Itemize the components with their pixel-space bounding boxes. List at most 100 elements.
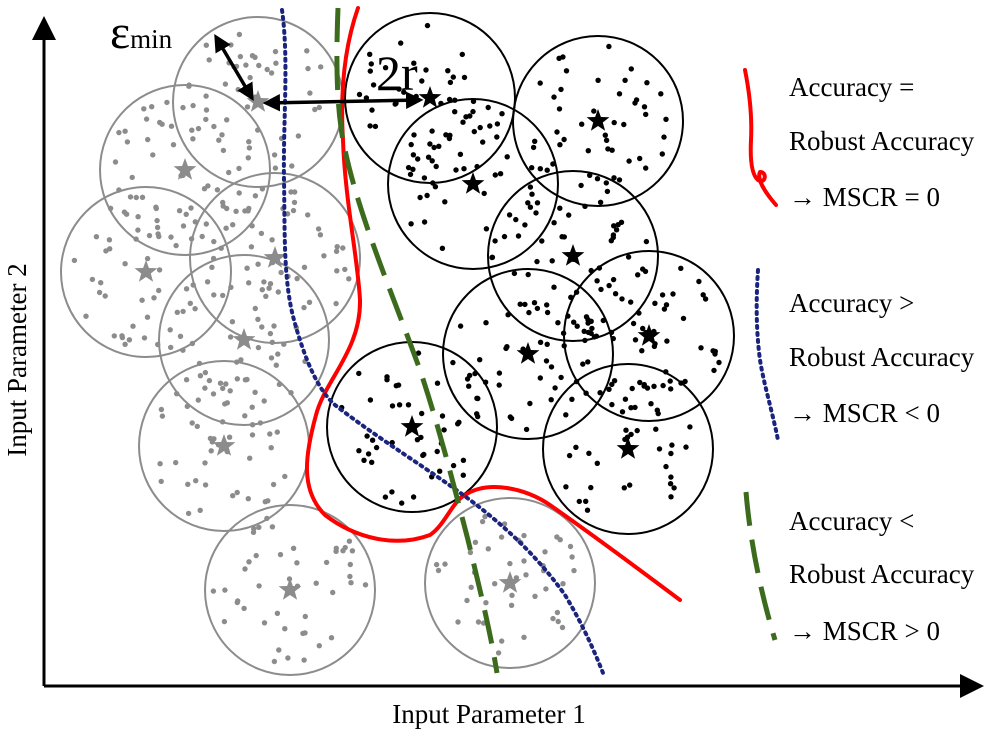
black-sample-dot bbox=[716, 359, 722, 366]
black-sample-dot bbox=[513, 216, 519, 223]
gray-sample-dot bbox=[233, 208, 239, 214]
gray-sample-dot bbox=[122, 261, 128, 267]
black-sample-dot bbox=[455, 421, 461, 427]
black-sample-dot bbox=[597, 199, 604, 205]
gray-sample-dot bbox=[130, 323, 136, 329]
gray-sample-dot bbox=[290, 545, 297, 551]
black-sample-dot bbox=[492, 172, 498, 178]
gray-sample-dot bbox=[203, 221, 209, 227]
black-sample-dot bbox=[664, 338, 670, 344]
gray-cluster-center-star bbox=[134, 260, 158, 282]
gray-sample-dot bbox=[211, 123, 217, 130]
gray-sample-dot bbox=[289, 163, 295, 169]
gray-sample-dot bbox=[244, 104, 251, 110]
black-sample-dot bbox=[609, 147, 615, 153]
black-sample-dot bbox=[523, 426, 530, 433]
black-sample-dot bbox=[365, 451, 372, 457]
legend-red-line3: → MSCR = 0 bbox=[789, 182, 940, 212]
gray-sample-dot bbox=[499, 638, 505, 644]
gray-sample-dot bbox=[224, 117, 230, 123]
gray-sample-dot bbox=[167, 327, 173, 333]
gray-sample-dot bbox=[139, 194, 146, 200]
black-sample-dot bbox=[497, 171, 504, 177]
black-sample-dot bbox=[561, 234, 567, 240]
gray-sample-dot bbox=[521, 634, 527, 640]
black-sample-dot bbox=[549, 258, 555, 264]
black-sample-dot bbox=[563, 412, 569, 418]
gray-sample-dot bbox=[226, 434, 233, 440]
black-sample-dot bbox=[367, 51, 373, 57]
black-sample-dot bbox=[656, 446, 663, 452]
black-sample-dot bbox=[558, 374, 564, 381]
gray-sample-dot bbox=[340, 548, 346, 554]
black-sample-dot bbox=[668, 386, 674, 392]
gray-sample-dot bbox=[89, 276, 96, 283]
gray-sample-dot bbox=[176, 208, 183, 214]
gray-sample-dot bbox=[259, 186, 266, 192]
gray-sample-dot bbox=[307, 90, 313, 96]
gray-sample-dot bbox=[246, 280, 252, 286]
black-sample-dot bbox=[586, 450, 592, 456]
black-sample-dot bbox=[405, 402, 412, 408]
black-sample-dot bbox=[529, 191, 535, 197]
gray-sample-dot bbox=[301, 657, 307, 663]
gray-sample-dot bbox=[96, 289, 103, 296]
gray-sample-dot bbox=[468, 584, 474, 590]
gray-cluster-center-star bbox=[173, 158, 197, 180]
gray-sample-dot bbox=[542, 549, 548, 555]
gray-sample-dot bbox=[183, 377, 190, 383]
black-sample-dot bbox=[698, 345, 704, 351]
black-sample-dot bbox=[437, 468, 443, 474]
black-sample-dot bbox=[637, 155, 643, 162]
black-sample-dot bbox=[408, 141, 414, 148]
gray-sample-dot bbox=[258, 230, 265, 237]
gray-sample-dot bbox=[245, 496, 251, 502]
gray-sample-dot bbox=[122, 128, 128, 134]
black-sample-dot bbox=[470, 98, 477, 105]
black-sample-dot bbox=[640, 325, 646, 332]
black-sample-dot bbox=[595, 77, 601, 84]
black-sample-dot bbox=[389, 403, 396, 409]
gray-sample-dot bbox=[133, 194, 139, 201]
gray-sample-dot bbox=[259, 324, 265, 330]
black-cluster-center-star bbox=[418, 86, 442, 108]
gray-sample-dot bbox=[189, 420, 195, 426]
gray-sample-dot bbox=[195, 397, 201, 403]
black-sample-dot bbox=[663, 302, 670, 308]
black-sample-dot bbox=[543, 358, 550, 364]
black-sample-dot bbox=[494, 134, 500, 140]
black-sample-dot bbox=[431, 144, 437, 151]
gray-sample-dot bbox=[119, 333, 125, 339]
black-sample-dot bbox=[663, 116, 669, 123]
black-sample-dot bbox=[583, 390, 589, 396]
class-clusters bbox=[60, 12, 735, 676]
black-sample-dot bbox=[668, 474, 674, 480]
black-cluster-center-star bbox=[516, 342, 540, 364]
gray-sample-dot bbox=[560, 581, 566, 587]
black-sample-dot bbox=[467, 372, 473, 379]
gray-sample-dot bbox=[347, 573, 353, 580]
black-sample-dot bbox=[626, 158, 632, 164]
black-sample-dot bbox=[608, 238, 614, 244]
black-sample-dot bbox=[578, 182, 584, 189]
black-sample-dot bbox=[597, 390, 603, 396]
gray-sample-dot bbox=[362, 582, 369, 588]
gray-sample-dot bbox=[482, 513, 488, 520]
black-sample-dot bbox=[398, 40, 404, 46]
black-sample-dot bbox=[369, 459, 375, 465]
black-sample-dot bbox=[505, 312, 511, 318]
black-sample-dot bbox=[415, 156, 421, 162]
gray-sample-dot bbox=[216, 137, 222, 143]
gray-sample-dot bbox=[144, 314, 151, 320]
black-sample-dot bbox=[421, 175, 428, 181]
black-sample-dot bbox=[711, 367, 717, 374]
gray-sample-dot bbox=[135, 227, 141, 233]
gray-sample-dot bbox=[83, 313, 89, 319]
black-cluster-center-star bbox=[616, 437, 640, 459]
black-sample-dot bbox=[501, 233, 508, 240]
gray-sample-dot bbox=[206, 57, 212, 63]
black-sample-dot bbox=[499, 111, 505, 117]
gray-sample-dot bbox=[268, 70, 275, 76]
gray-sample-dot bbox=[246, 559, 252, 565]
